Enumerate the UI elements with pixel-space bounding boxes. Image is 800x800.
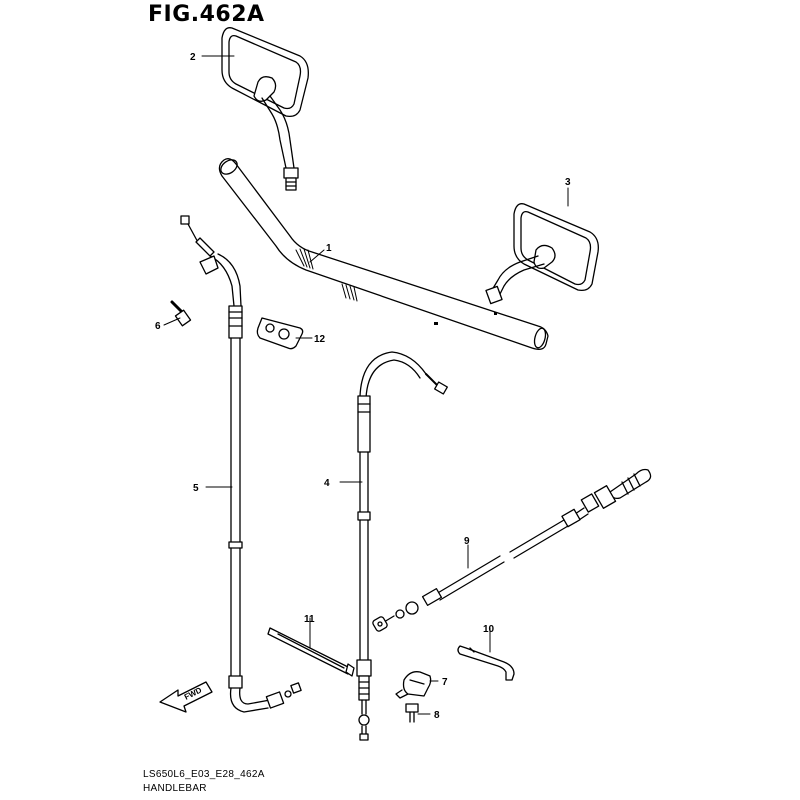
callout-label-1: 1 <box>326 243 332 254</box>
diagram-code: LS650L6_E03_E28_462A <box>143 769 265 780</box>
callout-label-11: 11 <box>304 614 315 625</box>
right-mirror <box>485 203 599 305</box>
clutch-cable <box>180 215 302 713</box>
cable-tie <box>267 627 355 677</box>
cable <box>372 468 652 632</box>
callout-label-2: 2 <box>190 52 196 63</box>
fwd-arrow-icon: FWD <box>159 681 213 713</box>
callout-label-10: 10 <box>483 624 495 635</box>
figure-title: FIG.462A <box>148 2 265 27</box>
callout-label-3: 3 <box>565 177 571 188</box>
handlebar <box>218 158 549 350</box>
clamp-bolt <box>405 703 419 723</box>
callout-label-4: 4 <box>324 478 330 489</box>
left-mirror <box>221 27 309 191</box>
cable-clamp <box>395 671 432 699</box>
callout-label-6: 6 <box>155 321 161 332</box>
callout-label-5: 5 <box>193 483 199 494</box>
diagram-name: HANDLEBAR <box>143 783 207 794</box>
bracket <box>457 645 515 681</box>
callout-label-12: 12 <box>314 334 326 345</box>
callout-label-8: 8 <box>434 710 440 721</box>
callout-label-7: 7 <box>442 677 448 688</box>
cable-guide <box>256 317 304 350</box>
throttle-cable <box>356 351 448 741</box>
callout-label-9: 9 <box>464 536 470 547</box>
bolt <box>170 300 192 327</box>
callout-lines <box>163 55 569 715</box>
